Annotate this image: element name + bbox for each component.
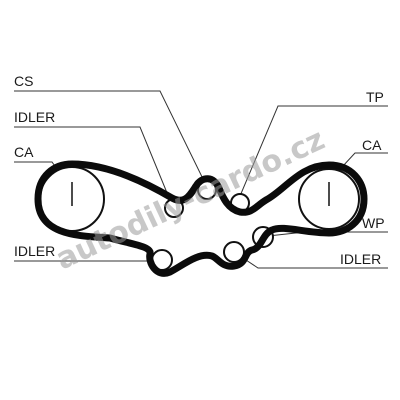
- idler-pulley-bottom-right: [223, 241, 245, 263]
- label-idler-bottom-left: IDLER: [14, 243, 55, 259]
- label-ca-left: CA: [14, 144, 34, 160]
- timing-belt: [34, 160, 368, 277]
- label-idler-bottom-right: IDLER: [340, 251, 381, 267]
- label-idler-top-left: IDLER: [14, 109, 55, 125]
- label-wp: WP: [362, 215, 385, 231]
- label-cs: CS: [14, 73, 33, 89]
- label-tp: TP: [366, 89, 384, 105]
- timing-marks: [71, 182, 330, 206]
- leader-tp: [239, 105, 388, 197]
- leader-idler-top-left: [14, 126, 173, 206]
- label-ca-right: CA: [362, 137, 382, 153]
- leader-cs: [14, 90, 206, 184]
